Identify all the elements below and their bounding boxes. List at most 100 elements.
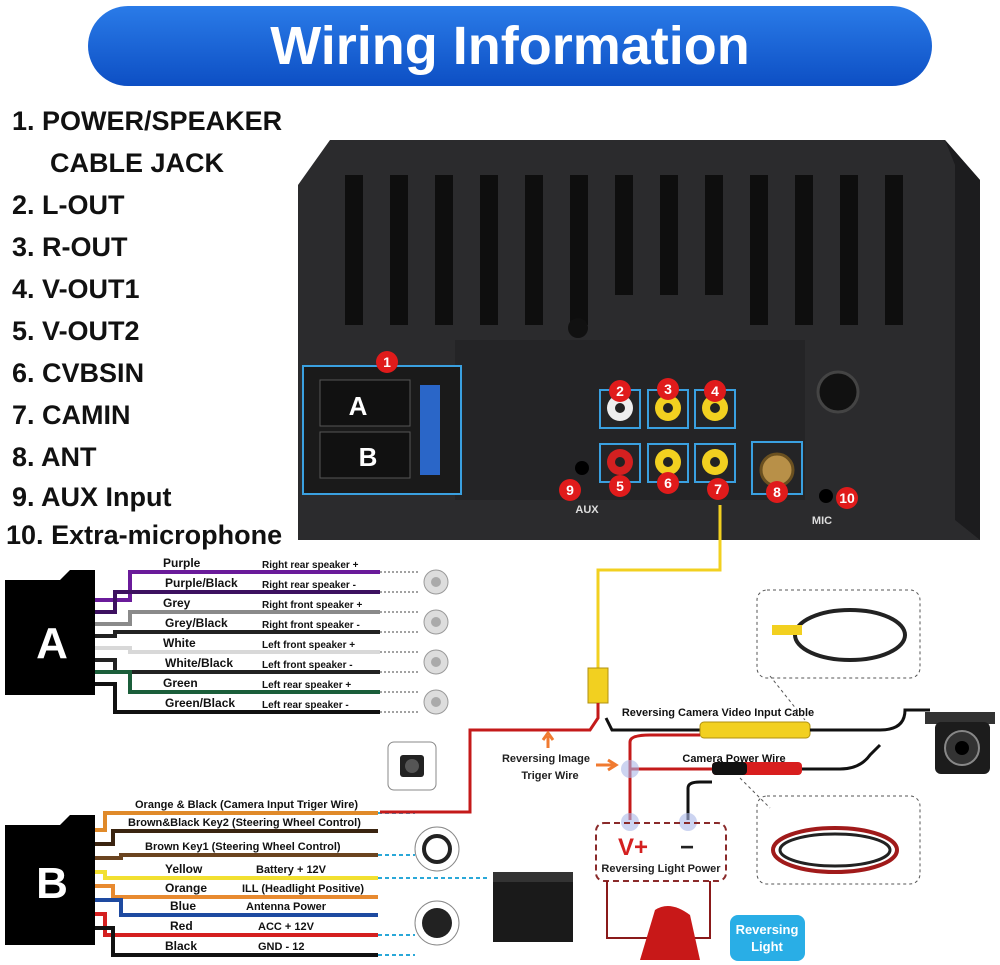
wire-b (95, 829, 378, 846)
wire-a-color: Green/Black (165, 696, 235, 710)
wire-b-function: ILL (Headlight Positive) (242, 883, 364, 895)
wire-a-function: Left rear speaker - (262, 700, 349, 711)
battery-icon (493, 880, 573, 942)
wire-b (95, 912, 378, 937)
reversing-light-power-label: Reversing Light Power (601, 863, 721, 875)
port-number: 8 (773, 484, 781, 500)
legend-item: 3. R-OUT (12, 232, 128, 262)
wire-b-function: GND - 12 (258, 941, 304, 953)
legend-item: 1. POWER/SPEAKER (12, 106, 283, 136)
legend-item: 5. V-OUT2 (12, 316, 140, 346)
harness-a-label: A (36, 619, 68, 668)
video-cable-label: Reversing Camera Video Input Cable (622, 707, 814, 719)
svg-text:Light: Light (751, 939, 783, 954)
harness-b-label: B (36, 859, 68, 908)
power-wire-label: Camera Power Wire (682, 753, 785, 765)
vent-slot (615, 175, 633, 295)
port-number: 1 (383, 354, 391, 370)
wire-a-color: Purple (163, 556, 201, 570)
wire-b (95, 926, 378, 957)
wire-b-color: Black (165, 939, 197, 953)
wire-a (95, 610, 380, 626)
vent-slot (660, 175, 678, 295)
port-number: 7 (714, 481, 722, 497)
wire-a-color: Grey (163, 596, 191, 610)
reversing-light-badge (730, 915, 805, 961)
legend-item: 8. ANT (12, 442, 97, 472)
port-number: 6 (664, 475, 672, 491)
legend-item: 9. AUX Input (12, 482, 172, 512)
connector-a-label: A (349, 391, 368, 421)
wire-a-color: Purple/Black (165, 576, 238, 590)
wire-a-color: Green (163, 676, 198, 690)
trigger-wire-label: Reversing Image (502, 753, 590, 765)
wire-a-function: Left rear speaker + (262, 680, 351, 691)
wire-b-color: Orange (165, 881, 207, 895)
wire-a-function: Right front speaker - (262, 620, 360, 631)
vent-slot (705, 175, 723, 295)
vent-slot (750, 175, 768, 325)
wire-b-color: Red (170, 919, 193, 933)
b-accessories (387, 741, 573, 946)
minus-label: − (680, 834, 694, 861)
wire-b (95, 853, 378, 860)
port-number-marker (609, 475, 631, 497)
port-number-marker (609, 380, 631, 402)
arrow-up-icon (541, 730, 555, 748)
vent-slot (570, 175, 588, 325)
wire-a-function: Right front speaker + (262, 600, 362, 611)
wire-a (95, 682, 380, 714)
port-number: 4 (711, 383, 719, 399)
vent-slot (435, 175, 453, 325)
wire-a (95, 590, 380, 614)
port-number-marker (836, 487, 858, 509)
wire-a (95, 670, 380, 694)
svg-text:Reversing: Reversing (736, 922, 799, 937)
wire-b-function: Battery + 12V (256, 864, 327, 876)
wire-b-color: Blue (170, 899, 196, 913)
wire-b (95, 884, 378, 899)
wire-a (95, 570, 380, 602)
wire-b-color: Brown&Black Key2 (Steering Wheel Control… (128, 817, 361, 829)
wire-b-color: Orange & Black (Camera Input Triger Wire… (135, 799, 358, 811)
vent-slot (885, 175, 903, 325)
wire-a-function: Left front speaker - (262, 660, 353, 671)
port-number: 2 (616, 383, 624, 399)
wire-b (95, 811, 378, 832)
port-number: 10 (839, 490, 855, 506)
harness-b: B Orange & Black (Camera Input Triger Wi… (5, 799, 490, 957)
legend-item: 6. CVBSIN (12, 358, 145, 388)
wire-a (95, 630, 380, 638)
vent-slot (795, 175, 813, 325)
wire-a-function: Left front speaker + (262, 640, 355, 651)
legend-item: 4. V-OUT1 (12, 274, 140, 304)
legend-item: 7. CAMIN (12, 400, 131, 430)
vent-slot (390, 175, 408, 325)
vent-slot (840, 175, 858, 325)
port-number: 9 (566, 482, 574, 498)
wire-a-color: Grey/Black (165, 616, 228, 630)
mic-label: MIC (812, 515, 832, 527)
vent-slot (525, 175, 543, 325)
port-number-marker (657, 472, 679, 494)
v-plus-label: V+ (618, 834, 648, 861)
wire-b (95, 870, 378, 880)
vent-slot (480, 175, 498, 325)
wire-b-color: Brown Key1 (Steering Wheel Control) (145, 841, 341, 853)
port-number-marker (704, 380, 726, 402)
port-number-marker (766, 481, 788, 503)
camera-wiring: V+ − Reversing Light Power Reversing Lig… (380, 505, 995, 961)
wire-b (95, 898, 378, 917)
port-number: 5 (616, 478, 624, 494)
legend-item: 10. Extra-microphone (6, 520, 283, 550)
port-number-marker (657, 378, 679, 400)
wire-b-function: Antenna Power (246, 901, 327, 913)
wire-b-function: ACC + 12V (258, 921, 315, 933)
wire-a-function: Right rear speaker - (262, 580, 356, 591)
wire-b-color: Yellow (165, 862, 203, 876)
port-number-marker (376, 351, 398, 373)
svg-text:Triger Wire: Triger Wire (521, 770, 578, 782)
aux-label: AUX (575, 504, 599, 516)
